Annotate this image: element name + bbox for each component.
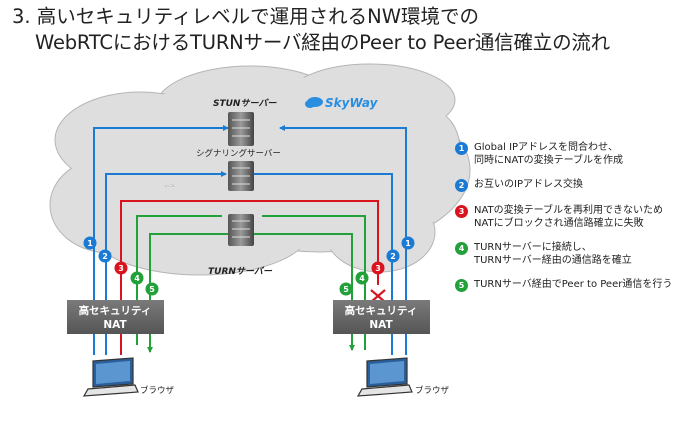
- legend-item-4-line2: TURNサーバー経由の通信路を確立: [474, 255, 632, 266]
- badge-5-right: 5: [339, 282, 353, 296]
- page-title: 3. 高いセキュリティレベルで運用されるNW環境での WebRTCにおけるTUR…: [12, 4, 700, 56]
- browser-left-label: ブラウザ: [140, 385, 175, 396]
- legend-item-3: 3 NATの変換テーブルを再利用できないため NATにブロックされ通信路確立に失…: [455, 204, 695, 230]
- step-badges: 1 2 3 4 5 1 2 3 4 5: [83, 236, 415, 296]
- badge-1-left: 1: [83, 236, 97, 250]
- legend-item-2-line1: お互いのIPアドレス交換: [474, 179, 583, 190]
- legend-badge-2: 2: [455, 179, 468, 192]
- title-line-1: 3. 高いセキュリティレベルで運用されるNW環境での: [12, 5, 480, 28]
- svg-text:4: 4: [134, 274, 140, 283]
- legend-item-1-line1: Global IPアドレスを問合わせ、: [474, 142, 619, 153]
- svg-text:3: 3: [118, 264, 124, 273]
- badge-1-right: 1: [401, 236, 415, 250]
- badge-5-left: 5: [145, 282, 159, 296]
- svg-text:5: 5: [343, 285, 349, 294]
- skyway-logo-text: SkyWay: [325, 96, 379, 110]
- nat-box-right: 高セキュリティ NAT: [333, 300, 430, 334]
- laptop-left-icon: [82, 357, 139, 397]
- signaling-server-label: シグナリングサーバー: [196, 148, 281, 159]
- legend-item-2: 2 お互いのIPアドレス交換: [455, 178, 695, 192]
- legend-item-5: 5 TURNサーバ経由でPeer to Peer通信を行う: [455, 278, 695, 292]
- legend-item-3-line2: NATにブロックされ通信路確立に失敗: [474, 218, 644, 229]
- turn-server-icon: [228, 214, 254, 246]
- legend-badge-1: 1: [455, 142, 468, 155]
- svg-text:2: 2: [390, 252, 396, 261]
- browser-right-label: ブラウザ: [415, 385, 450, 396]
- path-step-1: [93, 125, 407, 355]
- path-step-3: [120, 200, 379, 355]
- nat-right-line1: 高セキュリティ: [345, 304, 418, 317]
- svg-text:3: 3: [375, 264, 381, 273]
- legend-item-3-line1: NATの変換テーブルを再利用できないため: [474, 205, 664, 216]
- nat-left-line2: NAT: [103, 319, 127, 331]
- badge-2-right: 2: [386, 249, 400, 263]
- badge-2-left: 2: [98, 249, 112, 263]
- svg-text:4: 4: [359, 274, 365, 283]
- nat-box-left: 高セキュリティ NAT: [67, 300, 164, 334]
- badge-3-left: 3: [114, 261, 128, 275]
- svg-text:1: 1: [87, 239, 93, 248]
- legend: 1 Global IPアドレスを問合わせ、 同時にNATの変換テーブルを作成 2…: [455, 141, 695, 292]
- legend-badge-5: 5: [455, 279, 468, 292]
- signaling-server-icon: [228, 161, 254, 191]
- legend-badge-3: 3: [455, 205, 468, 218]
- badge-3-right: 3: [371, 261, 385, 275]
- title-line-2: WebRTCにおけるTURNサーバ経由のPeer to Peer通信確立の流れ: [35, 31, 610, 54]
- svg-text:2: 2: [102, 252, 108, 261]
- badge-4-right: 4: [355, 271, 369, 285]
- legend-item-1-line2: 同時にNATの変換テーブルを作成: [474, 155, 624, 166]
- nat-right-line2: NAT: [369, 319, 393, 331]
- svg-text:5: 5: [149, 285, 155, 294]
- stun-server-label: STUNサーバー: [213, 98, 277, 109]
- stun-server-icon: [228, 112, 254, 146]
- legend-item-4: 4 TURNサーバーに接続し、 TURNサーバー経由の通信路を確立: [455, 241, 695, 267]
- legend-badge-4: 4: [455, 242, 468, 255]
- svg-text:1: 1: [405, 239, 411, 248]
- legend-item-4-line1: TURNサーバーに接続し、: [474, 242, 592, 253]
- legend-item-5-line1: TURNサーバ経由でPeer to Peer通信を行う: [474, 279, 673, 290]
- skyway-logo: SkyWay: [305, 96, 379, 110]
- badge-4-left: 4: [130, 271, 144, 285]
- nat-left-line1: 高セキュリティ: [79, 304, 152, 317]
- turn-server-label: TURNサーバー: [208, 266, 273, 277]
- path-step-2: [105, 171, 393, 355]
- legend-item-1: 1 Global IPアドレスを問合わせ、 同時にNATの変換テーブルを作成: [455, 141, 695, 167]
- laptop-right-icon: [356, 357, 413, 397]
